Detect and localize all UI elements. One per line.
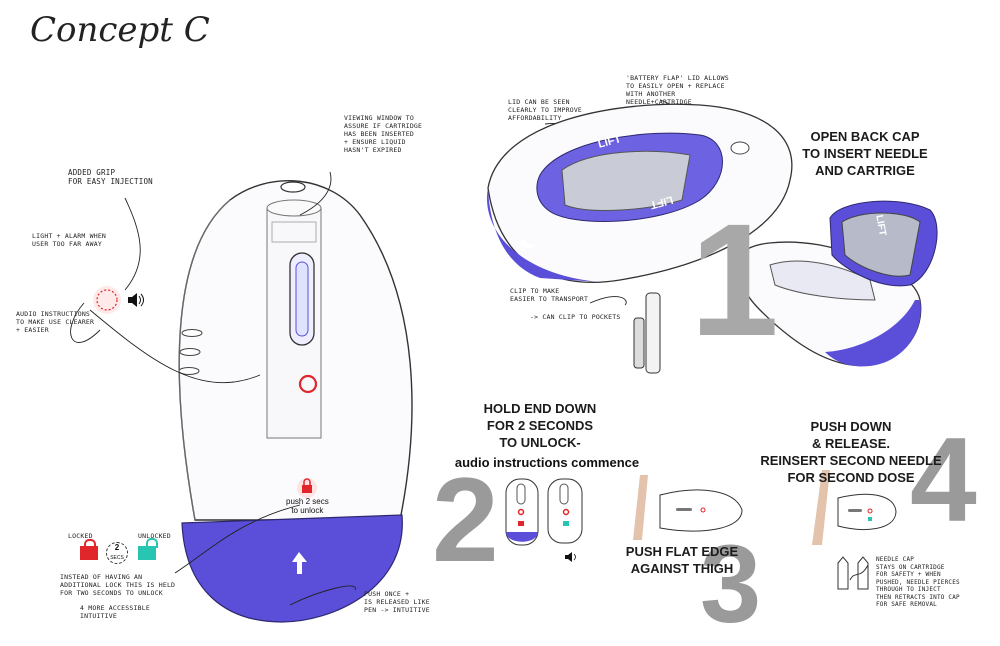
note-audio-instructions: AUDIO INSTRUCTIONS TO MAKE USE CLEARER +… [16,310,95,334]
step-3-text: PUSH FLAT EDGE AGAINST THIGH [625,544,739,576]
thigh-sketch-3 [633,475,743,540]
device-open-view [737,200,938,367]
step-number-3: 3 [700,523,762,646]
device-top-view [486,103,793,283]
button-label: push 2 secs to unlock [286,497,329,515]
note-clip: CLIP TO MAKE EASIER TO TRANSPORT [510,287,589,303]
step-2-subtext: audio instructions commence [454,455,640,470]
page-title: Concept C [30,10,210,50]
main-device [178,180,413,623]
note-added-grip: ADDED GRIP FOR EASY INJECTION [68,168,153,186]
arrow-icon [519,238,534,252]
status-light-ring [298,374,318,394]
note-clip-pockets: -> CAN CLIP TO POCKETS [530,313,621,321]
lock-open-icon [138,546,156,560]
step-number-4: 4 [910,413,977,547]
note-instead-of-lock: INSTEAD OF HAVING AN ADDITIONAL LOCK THI… [60,573,176,597]
timer-value: 2 [114,543,120,552]
step2-devices [505,478,583,562]
needle-caps [837,556,869,590]
speaker-icon [128,293,144,307]
lock-closed-icon [80,546,98,560]
timer-unit: SECS [110,555,124,561]
arrow-up-icon [292,552,307,574]
label-locked: LOCKED [68,532,93,540]
grip-slots [178,329,203,375]
step-number-1: 1 [690,190,779,369]
label-unlocked: UNLOCKED [138,532,171,540]
clip-sketch [633,292,661,374]
timer-icon: 2 SECS [106,542,128,564]
note-lid-visible: LID CAN BE SEEN CLEARLY TO IMPROVE AFFOR… [508,98,583,122]
step-4-text: PUSH DOWN & RELEASE. REINSERT SECOND NEE… [760,419,942,485]
base-cap [181,514,403,623]
note-push-once: PUSH ONCE + IS RELEASED LIKE PEN -> INTU… [364,590,430,614]
note-accessible: 4 MORE ACCESSIBLE INTUITIVE [80,604,150,620]
step-1-text: OPEN BACK CAP TO INSERT NEEDLE AND CARTR… [802,129,928,178]
thigh-sketch-4 [812,470,897,545]
note-needle-cap: NEEDLE CAP STAYS ON CARTRIDGE FOR SAFETY… [876,556,960,608]
note-light-alarm: LIGHT + ALARM WHEN USER TOO FAR AWAY [32,232,107,248]
step-number-2: 2 [432,453,499,587]
note-viewing-window: VIEWING WINDOW TO ASSURE IF CARTRIDGE HA… [344,114,423,154]
lock-shackle [84,539,96,549]
alarm-light [93,286,121,314]
lock-open-shackle [146,538,158,548]
note-battery-flap: 'BATTERY FLAP' LID ALLOWS TO EASILY OPEN… [626,74,729,106]
step-2-text: HOLD END DOWN FOR 2 SECONDS TO UNLOCK- [483,401,597,450]
